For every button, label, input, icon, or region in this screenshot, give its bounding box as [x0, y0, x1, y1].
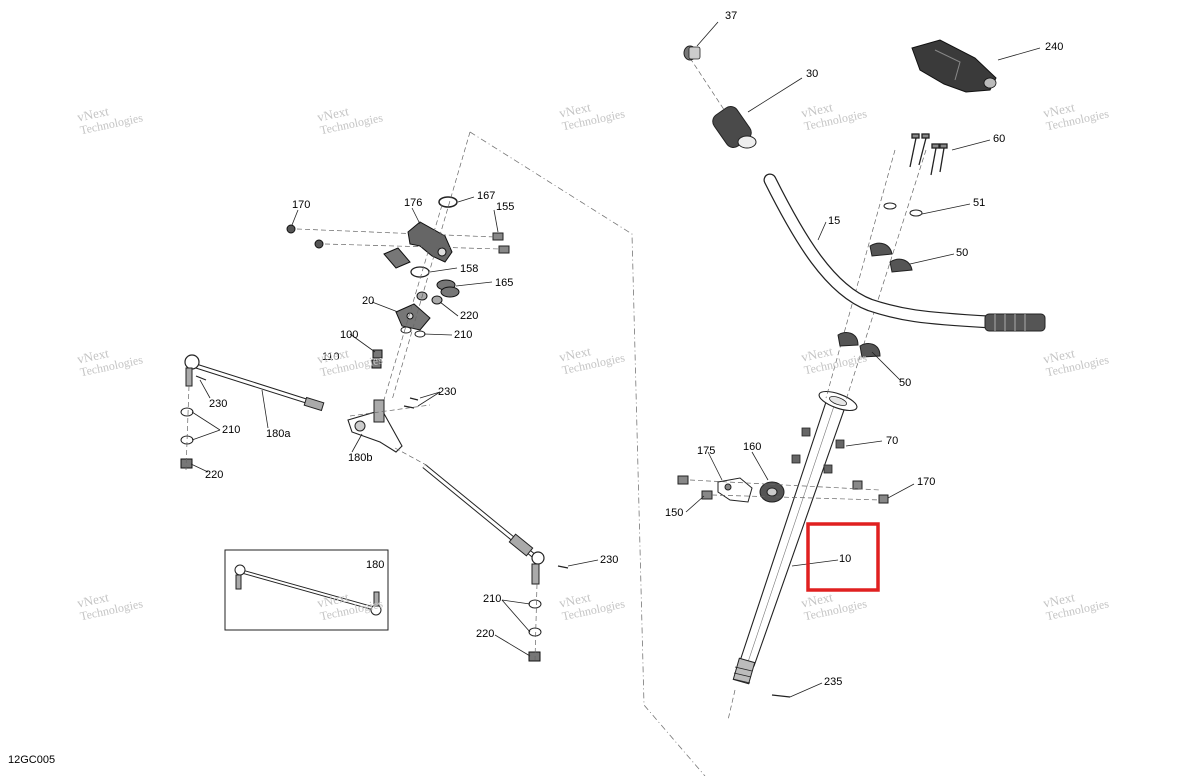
- steering-bracket[interactable]: [407, 221, 453, 263]
- callout-30: 30: [806, 68, 818, 80]
- nut-220-right[interactable]: [528, 651, 541, 662]
- cotter-pins-230[interactable]: [195, 375, 569, 569]
- callout-170-left: 170: [292, 199, 310, 211]
- callout-220-right: 220: [476, 628, 494, 640]
- tie-rod-180a[interactable]: [184, 354, 325, 412]
- handlebar[interactable]: [763, 173, 1046, 332]
- callout-15: 15: [828, 215, 840, 227]
- bar-end-plug[interactable]: [683, 45, 701, 61]
- inset-box: [224, 549, 389, 631]
- callout-37: 37: [725, 10, 737, 22]
- callout-210-right: 210: [483, 593, 501, 605]
- nuts[interactable]: [791, 427, 845, 474]
- steering-link-180b[interactable]: [347, 399, 403, 453]
- callout-165: 165: [495, 277, 513, 289]
- callout-20: 20: [362, 295, 374, 307]
- callout-180b: 180b: [348, 452, 372, 464]
- cotter-pin[interactable]: [771, 694, 791, 698]
- callout-50-lower: 50: [899, 377, 911, 389]
- highlight-box: [806, 522, 880, 592]
- callout-10: 10: [839, 553, 851, 565]
- callout-210-left: 210: [222, 424, 240, 436]
- washers-210[interactable]: [400, 326, 426, 338]
- callout-175: 175: [697, 445, 715, 457]
- steering-arm[interactable]: [395, 303, 431, 331]
- callout-235: 235: [824, 676, 842, 688]
- callout-240: 240: [1045, 41, 1063, 53]
- callout-230-middle: 230: [438, 386, 456, 398]
- callout-176: 176: [404, 197, 422, 209]
- nut-170-right[interactable]: [852, 480, 889, 504]
- handlebar-clamp-lower[interactable]: [837, 332, 881, 358]
- handlebar-clamp-bolts[interactable]: [909, 133, 948, 176]
- cap-167[interactable]: [438, 196, 458, 208]
- callout-167: 167: [477, 190, 495, 202]
- washers[interactable]: [883, 202, 923, 217]
- bolt-155[interactable]: [492, 232, 510, 254]
- column-support[interactable]: [717, 477, 753, 503]
- callout-170-right: 170: [917, 476, 935, 488]
- clamp-bracket[interactable]: [383, 247, 411, 269]
- callout-150: 150: [665, 507, 683, 519]
- bushings-165[interactable]: [436, 279, 460, 298]
- nut-170-left[interactable]: [286, 224, 324, 249]
- callout-160: 160: [743, 441, 761, 453]
- callout-70: 70: [886, 435, 898, 447]
- assembly-outline: [469, 131, 706, 776]
- washers-210-right[interactable]: [528, 599, 542, 637]
- callout-220-upper: 220: [460, 310, 478, 322]
- nuts-100-110[interactable]: [371, 349, 383, 369]
- callout-60: 60: [993, 133, 1005, 145]
- tie-rod-lower[interactable]: [422, 464, 545, 585]
- handlebar-clamp-upper[interactable]: [869, 242, 913, 273]
- callout-155: 155: [496, 201, 514, 213]
- callout-110: 110: [322, 351, 340, 363]
- steering-column[interactable]: [732, 388, 859, 685]
- callout-50-upper: 50: [956, 247, 968, 259]
- callout-100: 100: [340, 329, 358, 341]
- tie-rod-assembly-180[interactable]: [234, 564, 382, 616]
- callout-220-left: 220: [205, 469, 223, 481]
- callout-180a: 180a: [266, 428, 291, 440]
- diagram-code: 12GC005: [8, 754, 56, 766]
- callout-51: 51: [973, 197, 985, 209]
- ring-158[interactable]: [410, 266, 430, 278]
- grip-left[interactable]: [710, 103, 757, 150]
- callout-230-left: 230: [209, 398, 227, 410]
- fasteners-150[interactable]: [677, 475, 713, 500]
- handlebar-pad[interactable]: [911, 39, 997, 93]
- spacers-220[interactable]: [416, 291, 443, 305]
- callout-230-right: 230: [600, 554, 618, 566]
- callout-158: 158: [460, 263, 478, 275]
- callout-180: 180: [366, 559, 384, 571]
- callout-210-upper: 210: [454, 329, 472, 341]
